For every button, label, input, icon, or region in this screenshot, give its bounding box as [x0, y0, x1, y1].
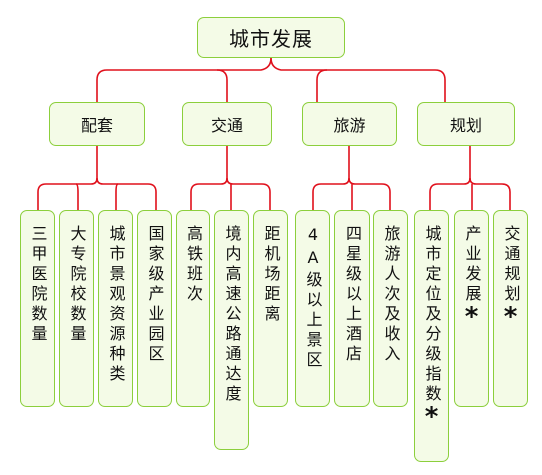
leaf-label: 距机场距离	[261, 225, 281, 325]
leaf-node: 4A级以上景区	[295, 210, 330, 407]
leaf-node: 大专院校数量	[59, 210, 94, 407]
root-label: 城市发展	[229, 27, 313, 51]
leaf-label: 境内高速公路通达度	[222, 225, 242, 405]
leaf-label: 城市景观资源种类	[106, 225, 126, 385]
category-guihua: 规划	[417, 102, 515, 146]
leaf-label: 产业发展	[462, 225, 482, 305]
category-connector-peitao	[37, 146, 98, 210]
asterisk-mark: *	[464, 302, 479, 332]
category-connector-lvyou	[312, 146, 350, 210]
leaf-label: 旅游人次及收入	[381, 225, 401, 365]
leaf-node: 旅游人次及收入	[373, 210, 408, 407]
asterisk-mark: *	[503, 302, 518, 332]
leaf-label: 大专院校数量	[67, 225, 87, 345]
leaf-node: 交通规划 *	[493, 210, 528, 407]
root-connector	[96, 57, 272, 102]
leaf-node: 城市定位及分级指数 *	[414, 210, 449, 462]
leaf-label: 三甲医院数量	[28, 225, 48, 345]
category-peitao: 配套	[49, 102, 145, 146]
leaf-node: 产业发展 *	[454, 210, 489, 407]
leaf-label: 高铁班次	[184, 225, 203, 305]
category-label: 配套	[80, 116, 113, 135]
leaf-node: 四星级以上酒店	[334, 210, 370, 407]
leaf-node: 三甲医院数量	[20, 210, 55, 407]
leaf-label: 城市定位及分级指数	[422, 225, 442, 405]
category-lvyou: 旅游	[302, 102, 397, 146]
leaf-label: 4A级以上景区	[303, 225, 323, 371]
leaf-label: 四星级以上酒店	[343, 225, 362, 365]
leaf-node: 距机场距离	[253, 210, 288, 407]
category-connector-guihua	[429, 146, 471, 210]
category-connector-jiaotong	[190, 146, 228, 210]
asterisk-mark: *	[424, 402, 439, 432]
category-label: 交通	[210, 116, 243, 135]
leaf-node: 国家级产业园区	[137, 210, 172, 407]
leaf-label: 国家级产业园区	[145, 225, 165, 365]
category-label: 旅游	[333, 116, 366, 135]
category-label: 规划	[449, 116, 482, 135]
leaf-node: 高铁班次	[176, 210, 210, 407]
root-node: 城市发展	[197, 17, 345, 58]
category-jiaotong: 交通	[182, 102, 272, 146]
leaf-node: 城市景观资源种类	[98, 210, 133, 407]
leaf-node: 境内高速公路通达度	[214, 210, 249, 450]
leaf-label: 交通规划	[501, 225, 521, 305]
